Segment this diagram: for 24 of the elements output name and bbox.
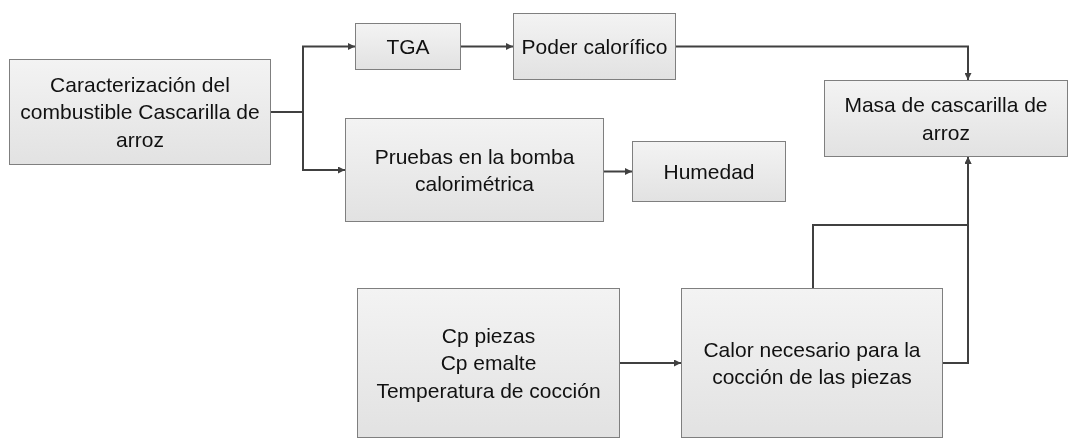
box-text: Poder calorífico [521,33,668,60]
process-box [357,288,620,438]
process-box [513,13,676,80]
connector-arrow [675,45,972,81]
connector-arrow [460,43,514,50]
process-box [345,118,604,222]
box-text: Humedad [663,158,755,185]
box-text: Calor necesario para la cocción de las piezas [702,336,922,390]
process-box [632,141,786,202]
box-text: TGA [386,33,430,60]
connector-arrow [619,359,682,367]
box-text: Pruebas en la bomba calorimétrica [373,143,576,197]
process-box [681,288,943,438]
connector-arrow [812,156,972,289]
process-box [824,80,1068,157]
box-text: Cp piezas [441,323,536,350]
connector-arrow [603,168,633,175]
connector-arrow [270,111,346,174]
process-box [355,23,461,70]
process-box [9,59,271,165]
box-text: Cp emalte [440,350,537,377]
box-text: Masa de cascarilla de arroz [843,92,1049,146]
box-text: Caracterización del combustible Cascarilla de arroz [19,72,261,153]
box-text: Temperatura de cocción [376,377,601,404]
